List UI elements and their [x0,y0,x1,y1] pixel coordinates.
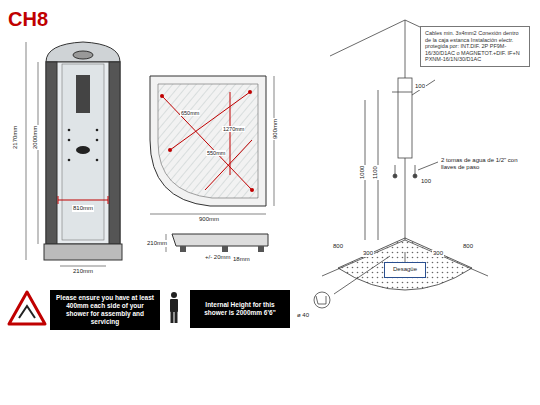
model-title: CH8 [8,8,48,30]
dimension-label: 300 [432,250,444,257]
dimension-label: 800 [332,243,344,250]
dimension-label: 900mm [198,216,220,223]
dimension-label: 800 [462,243,474,250]
tray-top-view [150,76,274,214]
dimension-label: 300 [362,250,374,257]
warning-sign [9,292,45,324]
dimension-label: 1000 [359,165,366,180]
notice-box: Internal Height for this shower is 2000m… [190,290,290,328]
dimension-label: ø 40 [296,312,310,319]
dimension-label: 810mm [72,205,94,212]
dimension-label: 100 [414,83,426,90]
dimension-label: 2 tomas de agua de 1/2" con llaves de pa… [440,157,520,170]
dimension-label: 650mm [180,110,200,116]
box-text: Internal Height for this shower is 2000m… [194,301,286,317]
box-text: Desagüe [389,266,421,273]
dimension-label: 210mm [146,240,168,247]
dimension-label: 2170mm [12,125,19,150]
tray-side-view [166,234,268,252]
box-text: Cables min. 3x4mm2 Conexión dentro de la… [425,30,525,63]
dimension-label: 18mm [232,256,251,263]
dimension-label: 550mm [206,150,226,156]
dimension-label: 210mm [72,268,94,275]
electric-spec-box: Cables min. 3x4mm2 Conexión dentro de la… [420,26,530,67]
person-icon [170,292,178,323]
dimension-label: 900mm [272,118,279,140]
dimension-label: 1100 [372,165,379,180]
box-text: Please ensure you have at least 400mm ea… [54,294,156,325]
drain-label-box: Desagüe [384,262,426,278]
dimension-label: 1270mm [222,126,245,132]
cabin-front-view [26,42,122,266]
dimension-label: +/- 20mm [204,254,232,261]
dimension-label: 2000mm [32,125,39,150]
notice-box: Please ensure you have at least 400mm ea… [50,290,160,330]
dimension-label: 100 [420,178,432,185]
